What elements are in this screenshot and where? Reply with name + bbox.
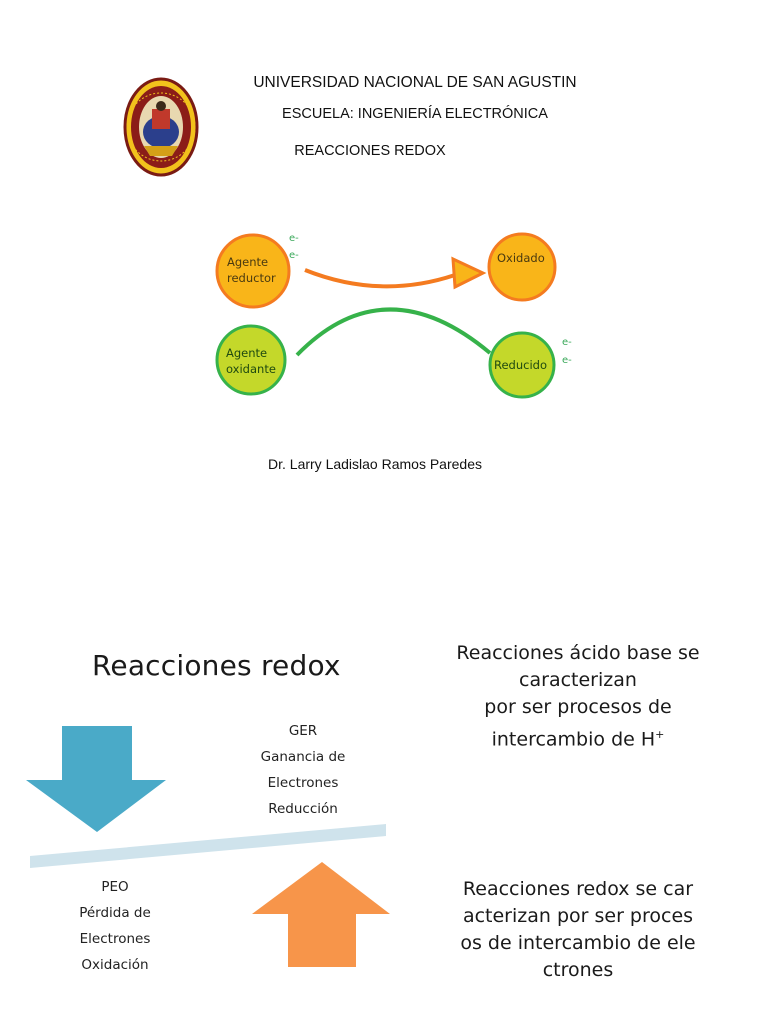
acid-base-line-last: intercambio de H+	[418, 721, 738, 753]
ger-line: Ganancia de	[260, 749, 346, 765]
acid-base-line: caracterizan	[519, 669, 637, 691]
electron-label: e-	[289, 250, 299, 261]
reducing-agent-line1: Agente	[227, 255, 268, 269]
reducing-agent-line2: reductor	[227, 271, 276, 285]
ger-label: GER Ganancia de Electrones Reducción	[238, 718, 368, 822]
redox-diagram: Agente reductor e- e- Oxidado Agente oxi…	[215, 232, 572, 399]
reduction-curve	[295, 307, 492, 357]
arrow-head	[451, 256, 487, 290]
oxidizing-agent-line1: Agente	[226, 346, 267, 360]
electron-label: e-	[562, 355, 572, 366]
down-arrow	[26, 726, 166, 832]
author-name: Dr. Larry Ladislao Ramos Paredes	[268, 456, 482, 472]
acid-base-line: por ser procesos de	[484, 696, 672, 718]
university-name: UNIVERSIDAD NACIONAL DE SAN AGUSTIN	[253, 74, 577, 91]
peo-line: Electrones	[79, 931, 151, 947]
redox-arrows-graphic	[26, 726, 390, 967]
ger-line: GER	[288, 723, 318, 739]
oxidized-label: Oxidado	[497, 251, 545, 265]
hydrogen-ion-superscript: +	[655, 728, 665, 741]
peo-line: Oxidación	[81, 957, 149, 973]
electron-transfer-arrow	[304, 268, 456, 289]
redox-paragraph: Reacciones redox se car acterizan por se…	[418, 876, 738, 984]
balance-bar	[30, 824, 386, 868]
topic-title: REACCIONES REDOX	[294, 143, 446, 159]
redox-line: ctrones	[542, 959, 614, 981]
school-name: ESCUELA: INGENIERÍA ELECTRÓNICA	[282, 106, 548, 122]
acid-base-text: intercambio de H	[491, 728, 656, 751]
redox-line: acterizan por ser proces	[462, 905, 694, 927]
redox-line: Reacciones redox se car	[462, 878, 694, 900]
redox-line: os de intercambio de ele	[460, 932, 696, 954]
electron-label: e-	[562, 337, 572, 348]
peo-line: Pérdida de	[79, 905, 151, 921]
up-arrow	[252, 862, 390, 967]
peo-label: PEO Pérdida de Electrones Oxidación	[50, 874, 180, 978]
peo-line: PEO	[101, 879, 129, 895]
oxidizing-agent-line2: oxidante	[226, 362, 276, 376]
node-oxidizing-agent	[215, 324, 287, 396]
slide-title: Reacciones redox	[92, 649, 341, 682]
node-reducing-agent	[215, 233, 291, 309]
node-reduced	[488, 331, 556, 399]
acid-base-paragraph: Reacciones ácido base se caracterizan po…	[418, 640, 738, 753]
electron-label: e-	[289, 233, 299, 244]
university-seal-logo	[123, 77, 199, 177]
ger-line: Reducción	[268, 801, 338, 817]
ger-line: Electrones	[267, 775, 339, 791]
acid-base-line: Reacciones ácido base se	[456, 642, 700, 664]
reduced-label: Reducido	[494, 358, 547, 372]
node-oxidized	[487, 232, 557, 302]
